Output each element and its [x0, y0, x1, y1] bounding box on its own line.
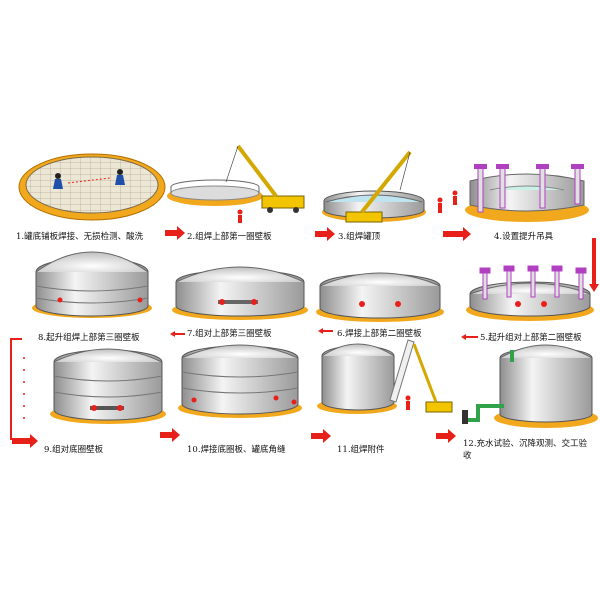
flow-arrow-icon [589, 238, 599, 292]
flow-arrow-icon [318, 328, 333, 334]
step-label: 10.焊接底圈板、罐底角缝 [187, 445, 286, 455]
step10-bottom-weld-illustration [178, 344, 302, 418]
step-label: 9.组对底圈壁板 [44, 445, 104, 455]
flow-arrow-icon [10, 340, 12, 440]
step12-hydrotest-illustration [462, 344, 598, 428]
lifting-jack-icon [536, 164, 549, 209]
step2-first-ring-illustration [167, 144, 305, 223]
worker-figure-icon [237, 209, 243, 223]
step-label: 1.罐底铺板焊接、无损检测、酸洗 [16, 232, 144, 242]
worker-figure-icon [452, 190, 458, 205]
worker-figure-icon [53, 173, 63, 189]
flow-arrow-icon [165, 226, 185, 240]
worker-figure-icon [437, 197, 443, 213]
crane-icon [412, 343, 453, 413]
flow-arrow-icon [10, 338, 22, 340]
step5-second-ring-lift-illustration [466, 265, 594, 321]
step6-second-ring-weld-illustration [316, 272, 444, 322]
flow-arrow-icon [170, 331, 185, 337]
flow-arrow-icon [461, 334, 478, 340]
step-label: 7.组对上部第三圈壁板 [187, 329, 272, 339]
flow-arrow-icon [443, 227, 471, 241]
step-label: 3.组焊罐顶 [338, 232, 381, 242]
step11-accessories-illustration [317, 339, 453, 414]
step-label: 12.充水试验、沉降观测、交工验收 [463, 439, 588, 461]
flow-dots [23, 357, 25, 419]
flow-arrows [10, 226, 599, 448]
worker-figure-icon [115, 169, 125, 185]
step7-third-ring-assembly-illustration [172, 266, 308, 320]
step9-bottom-ring-illustration [50, 348, 166, 424]
flow-arrow-icon [160, 428, 180, 442]
step-label: 5.起升组对上部第二圈壁板 [480, 333, 582, 343]
worker-figure-icon [405, 395, 411, 410]
step-label: 4.设置提升吊具 [494, 232, 554, 242]
flow-arrow-icon [315, 227, 335, 241]
step-label: 6.焊接上部第二圈壁板 [337, 329, 422, 339]
step-label: 2.组焊上部第一圈壁板 [187, 232, 272, 242]
flow-arrow-icon [12, 434, 38, 448]
crane-icon [225, 144, 305, 213]
lifting-jack-icon [496, 164, 509, 209]
step1-floor-plate-illustration [18, 153, 166, 221]
step3-roof-illustration [322, 150, 443, 223]
step-label: 8.起升组焊上部第三圈壁板 [38, 333, 140, 343]
flow-arrow-icon [436, 429, 456, 443]
step4-lifting-gear-illustration [452, 164, 589, 222]
lifting-jack-icon [571, 164, 584, 205]
lifting-jack-icon [474, 164, 487, 213]
flow-arrow-icon [311, 429, 331, 443]
step8-third-ring-lift-illustration [32, 251, 152, 318]
crane-icon [345, 150, 412, 223]
step-label: 11.组焊附件 [337, 445, 385, 455]
